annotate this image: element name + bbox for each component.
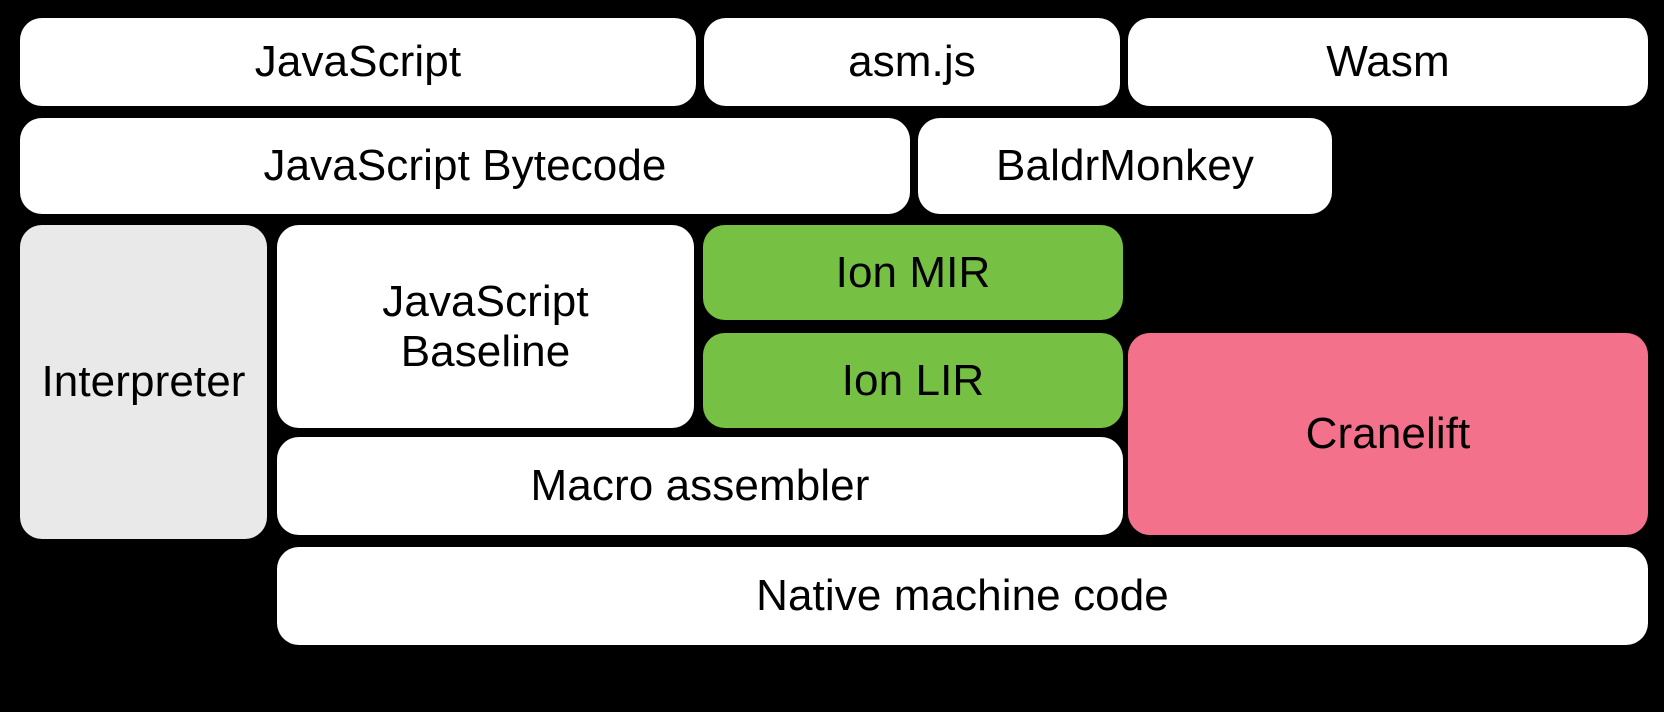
node-macro-assembler[interactable]: Macro assembler (277, 437, 1123, 535)
node-ion-lir[interactable]: Ion LIR (703, 333, 1123, 428)
node-baldrmonkey-label: BaldrMonkey (996, 141, 1254, 191)
node-javascript-baseline[interactable]: JavaScript Baseline (277, 225, 694, 428)
node-native-machine-code-label: Native machine code (756, 571, 1169, 621)
node-ion-mir-label: Ion MIR (835, 247, 991, 297)
node-native-machine-code[interactable]: Native machine code (277, 547, 1648, 645)
node-ion-mir[interactable]: Ion MIR (703, 225, 1123, 320)
node-asmjs-label: asm.js (848, 37, 976, 87)
node-cranelift-label: Cranelift (1305, 409, 1471, 459)
node-wasm[interactable]: Wasm (1128, 18, 1648, 106)
node-javascript-bytecode-label: JavaScript Bytecode (263, 141, 667, 191)
node-macro-assembler-label: Macro assembler (530, 461, 870, 511)
node-javascript-label: JavaScript (254, 37, 462, 87)
node-javascript-baseline-label: JavaScript Baseline (382, 277, 589, 376)
node-interpreter[interactable]: Interpreter (20, 225, 267, 539)
node-javascript-bytecode[interactable]: JavaScript Bytecode (20, 118, 910, 214)
node-ion-lir-label: Ion LIR (841, 355, 985, 405)
node-javascript[interactable]: JavaScript (20, 18, 696, 106)
node-wasm-label: Wasm (1326, 37, 1450, 87)
node-asmjs[interactable]: asm.js (704, 18, 1120, 106)
node-interpreter-label: Interpreter (41, 357, 246, 407)
node-cranelift[interactable]: Cranelift (1128, 333, 1648, 535)
node-baldrmonkey[interactable]: BaldrMonkey (918, 118, 1332, 214)
